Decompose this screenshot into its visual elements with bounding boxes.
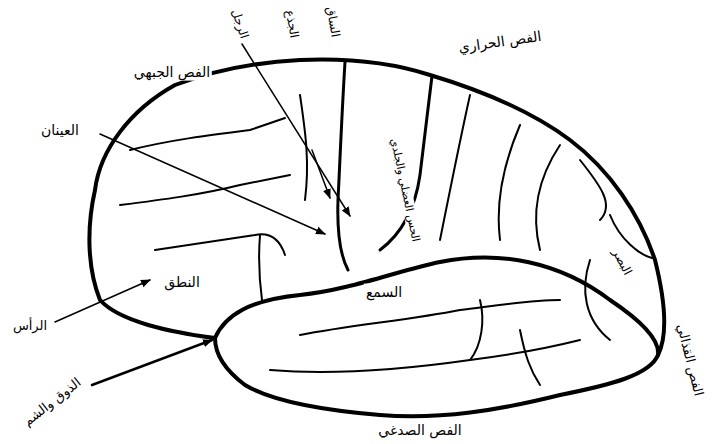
region-label: الرجل <box>228 6 252 43</box>
region-label: الفص الصدغي <box>376 422 463 439</box>
region-label: الرأس <box>11 318 49 334</box>
region-label: السمع <box>364 284 404 301</box>
region-label: الذوق والشم <box>18 373 85 430</box>
region-label: الجذع <box>282 7 302 41</box>
region-label: العينان <box>39 122 81 139</box>
region-label: النطق <box>162 274 202 291</box>
region-label: الفص الجبهي <box>132 64 212 81</box>
region-label: الساق <box>323 4 343 41</box>
region-label: الفص الحراري <box>456 28 545 57</box>
region-label: الفص القذالي <box>673 320 707 399</box>
region-label: البصر <box>608 245 636 280</box>
